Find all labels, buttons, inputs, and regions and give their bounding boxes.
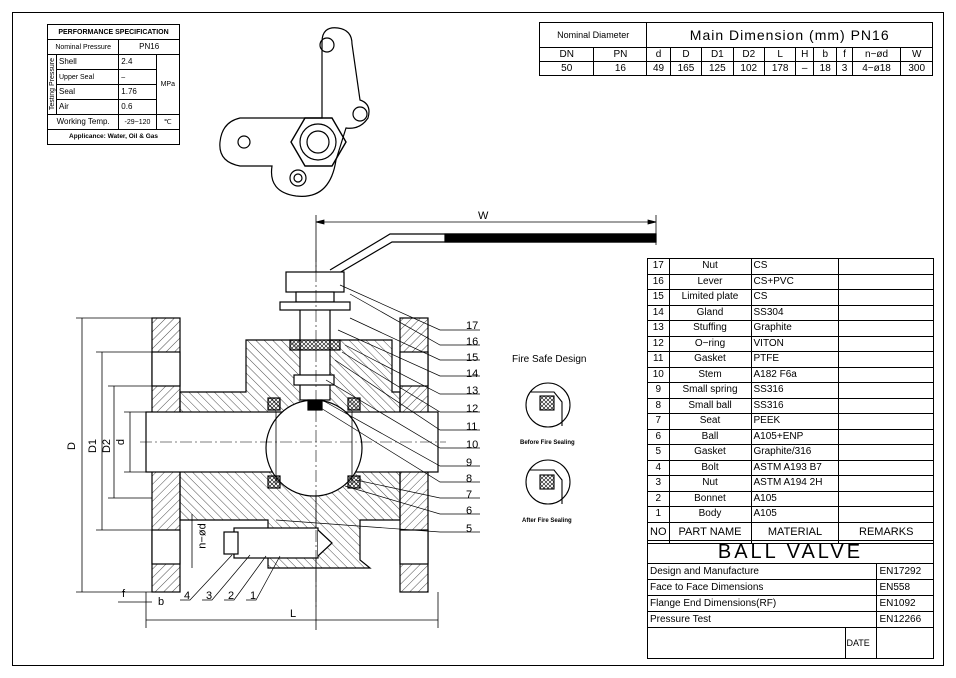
fire-safe-before: Before Fire Sealing [520,440,575,446]
performance-spec-table: PERFORMANCE SPECIFICATION Nominal Pressu… [46,24,181,145]
dim-value: 3 [836,61,853,76]
label-w: W [478,210,489,222]
dimension-value-row: 50 16 49 165 125 102 178 – 18 3 4−ø18 30… [538,61,933,76]
callout-6: 6 [466,505,473,517]
dim-value: 49 [646,61,671,76]
callout-leaders [180,284,480,601]
label-n-d: n−ød [196,523,209,549]
main-dimension-table: Nominal Diameter Main Dimension (mm) PN1… [538,22,933,76]
callout-3: 3 [206,590,213,602]
dimension-header-row: DN PN d D D1 D2 L H b f n−ød W [538,47,933,62]
dim-value: 300 [900,61,933,76]
callout-8: 8 [466,473,473,485]
dim-value: 178 [763,61,797,76]
callout-2: 2 [228,590,235,602]
label-d: D [65,442,78,450]
perf-unit: MPa [155,54,181,115]
callout-10: 10 [466,439,479,451]
callout-14: 14 [466,368,479,380]
callout-9: 9 [466,457,473,469]
callout-13: 13 [466,385,479,397]
callout-16: 16 [466,336,479,348]
fire-safe-title: Fire Safe Design [512,354,587,365]
dim-value: 50 [538,61,595,76]
dim-value: 4−ø18 [851,61,902,76]
dim-value: – [795,61,815,76]
drawing-border [12,12,944,666]
applicance-text: Applicance: Water, Oil & Gas [47,129,180,145]
lever [329,233,657,277]
fire-safe-details [525,382,571,505]
label-d1: D1 [87,438,100,454]
nominal-diameter-label: Nominal Diameter [538,22,648,48]
fire-safe-after: After Fire Sealing [522,518,572,524]
label-f: f [122,588,126,600]
parts-header-material: MATERIAL [750,521,840,544]
callout-11: 11 [466,421,478,433]
label-small-d: d [115,438,128,446]
label-d2: D2 [101,438,114,454]
blank-cell [646,627,847,659]
top-view [219,27,370,197]
callout-4: 4 [184,590,191,602]
dim-value: 165 [669,61,703,76]
label-b: b [158,596,165,608]
blank-cell [876,627,934,659]
callout-12: 12 [466,403,479,415]
callout-15: 15 [466,352,479,364]
valve-body-section [140,250,446,608]
dim-value: 125 [701,61,734,76]
date-cell: DATE [845,627,878,659]
dimension-lines-left [76,317,439,628]
label-l: L [290,608,297,620]
callout-17: 17 [466,320,479,332]
callout-7: 7 [466,489,473,501]
callout-1: 1 [250,590,257,602]
callout-5: 5 [466,523,473,535]
